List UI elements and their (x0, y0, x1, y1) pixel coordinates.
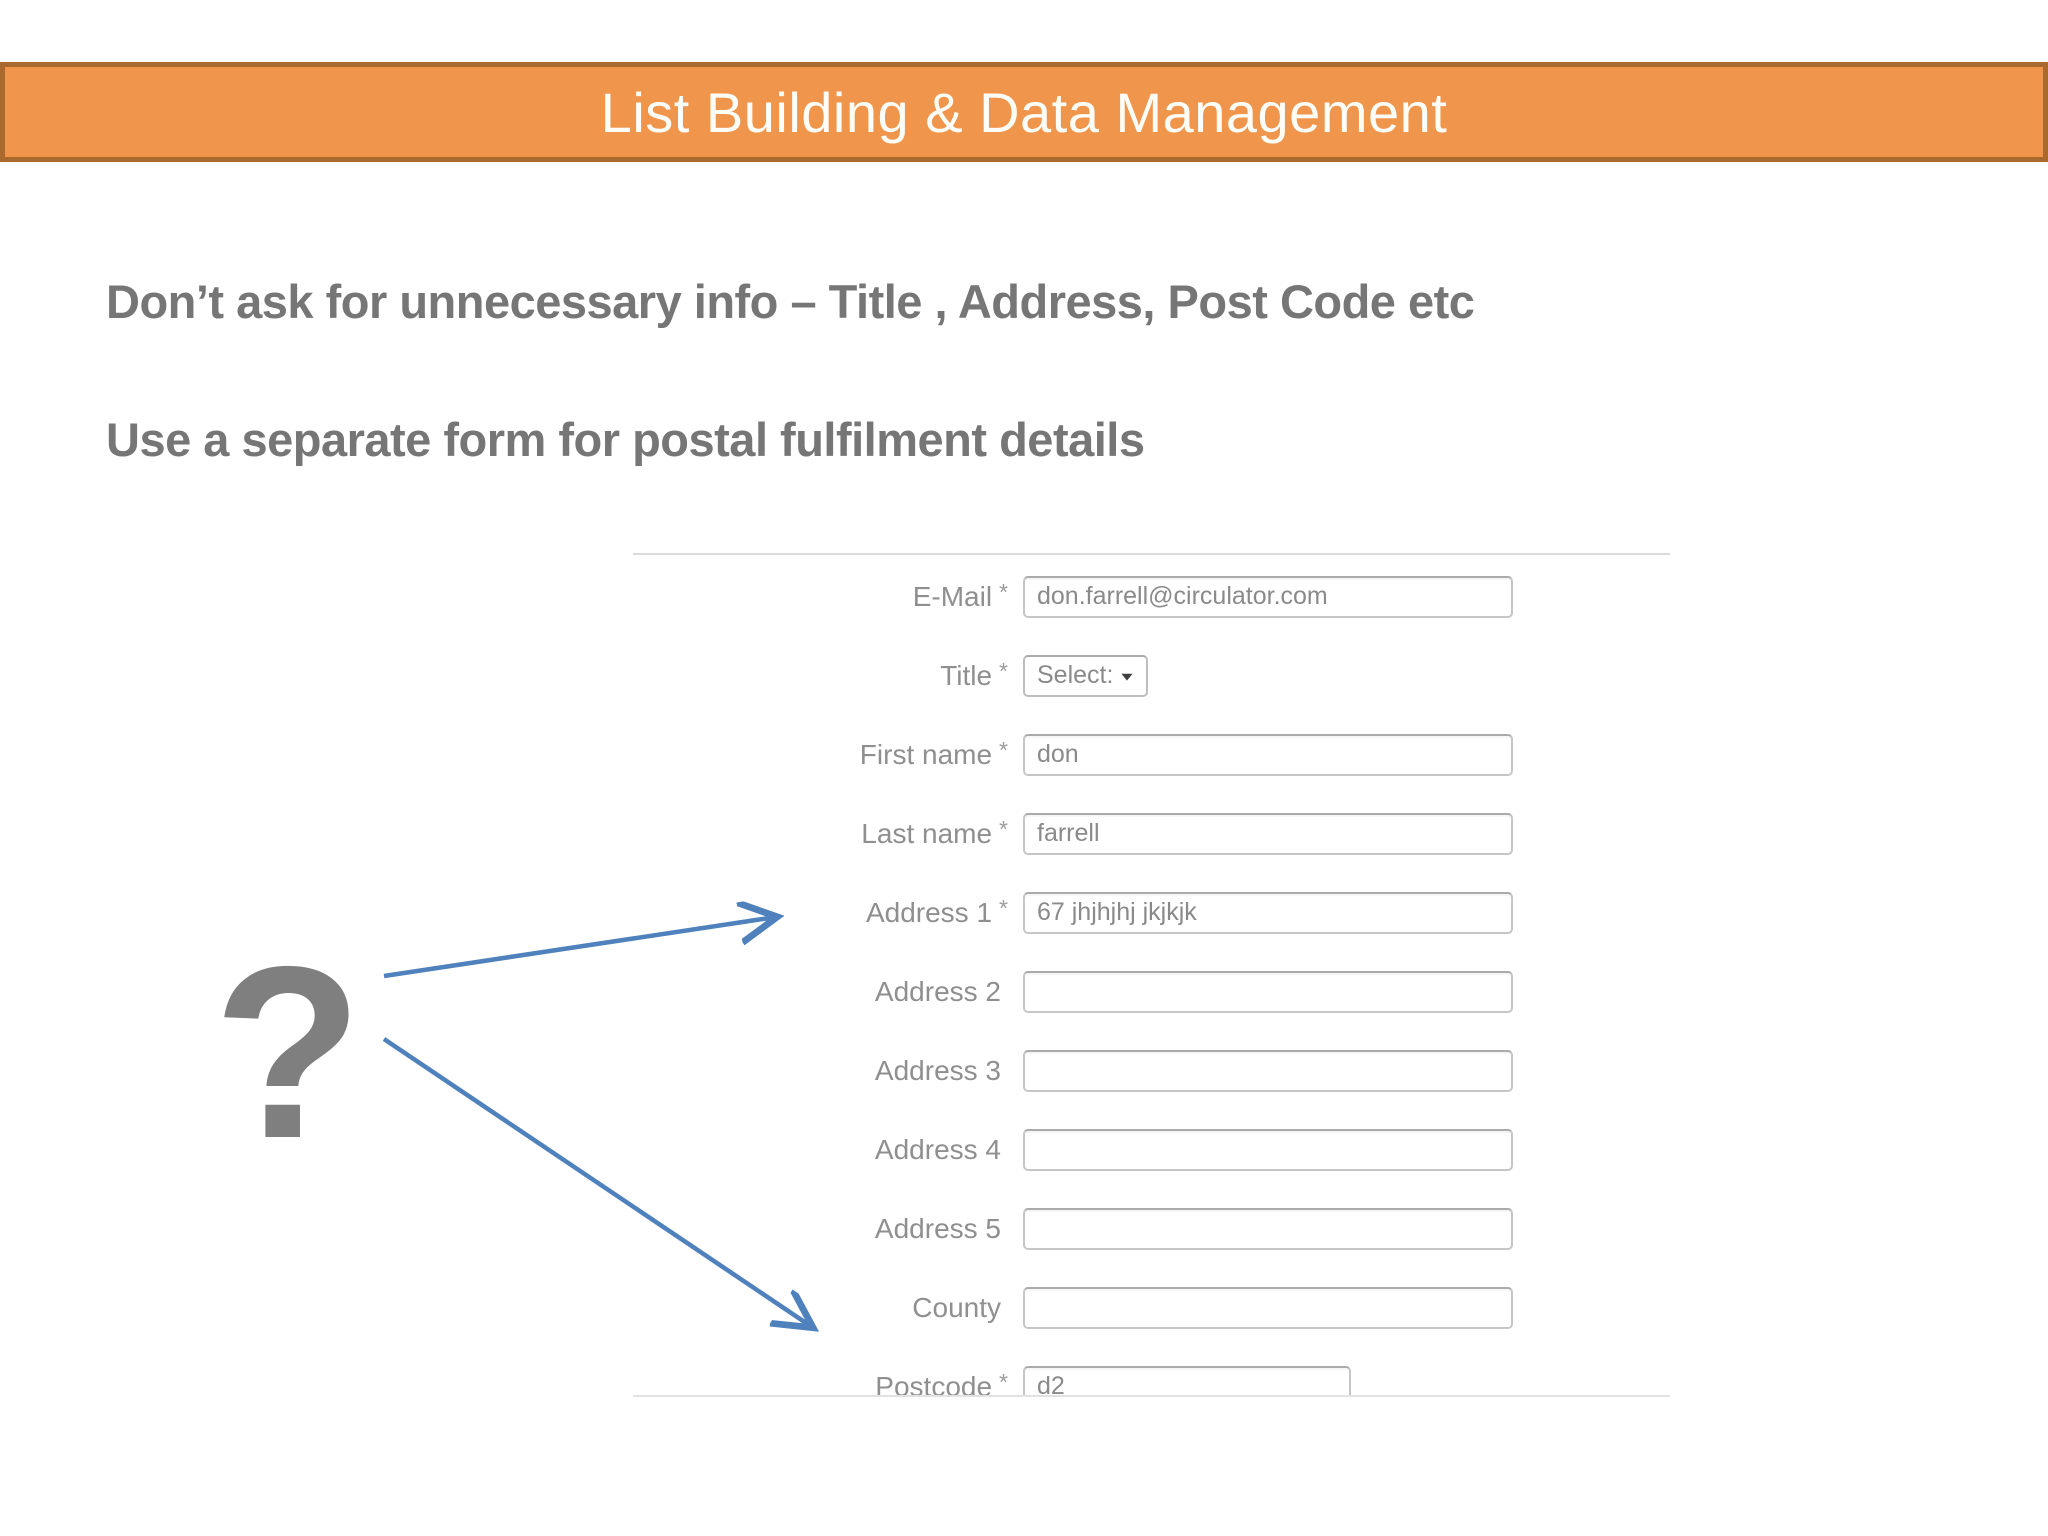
field-control (1023, 1286, 1513, 1329)
field-control (1023, 1207, 1513, 1250)
form-row: Address 3 (633, 1031, 1670, 1110)
field-label-text: Address 1 (865, 896, 993, 928)
required-asterisk: * (999, 815, 1008, 842)
field-label: Address 3 (633, 1055, 1008, 1087)
field-label-text: Address 5 (874, 1212, 1001, 1244)
field-label-text: Title (940, 659, 993, 691)
form-row: Address 2 (633, 952, 1670, 1031)
field-label-text: First name (859, 738, 993, 770)
field-label: Address 2 (633, 976, 1008, 1008)
field-control: Select:▼ (1023, 654, 1148, 697)
e-mail-input[interactable] (1023, 575, 1513, 618)
field-control (1023, 1365, 1351, 1395)
question-mark: ? (213, 915, 363, 1189)
field-label: First name* (633, 736, 1008, 771)
field-label: Address 1* (633, 894, 1008, 929)
bullet-line-1: Don’t ask for unnecessary info – Title ,… (106, 275, 1475, 328)
form-screenshot: E-Mail* Title* Select:▼ First name* Last… (633, 553, 1670, 1397)
field-label-text: Address 3 (874, 1054, 1001, 1086)
field-label-text: Postcode (875, 1370, 993, 1397)
form-row: County (633, 1268, 1670, 1347)
form-rows: E-Mail* Title* Select:▼ First name* Last… (633, 557, 1670, 1397)
field-control (1023, 891, 1513, 934)
field-label-text: Address 4 (874, 1133, 1001, 1165)
field-label: Address 5 (633, 1213, 1008, 1245)
form-row: Address 5 (633, 1189, 1670, 1268)
address-4-input[interactable] (1023, 1128, 1513, 1171)
address-2-input[interactable] (1023, 970, 1513, 1013)
form-row: Last name* (633, 794, 1670, 873)
field-control (1023, 1049, 1513, 1092)
required-asterisk: * (999, 578, 1008, 605)
form-row: Title* Select:▼ (633, 636, 1670, 715)
field-control (1023, 733, 1513, 776)
field-control (1023, 575, 1513, 618)
bullet-line-2: Use a separate form for postal fulfilmen… (106, 413, 1145, 466)
field-label-text: Last name (861, 817, 993, 849)
address-5-input[interactable] (1023, 1207, 1513, 1250)
field-control (1023, 812, 1513, 855)
field-label-text: County (912, 1291, 1001, 1323)
field-label: Address 4 (633, 1134, 1008, 1166)
last-name-input[interactable] (1023, 812, 1513, 855)
address-3-input[interactable] (1023, 1049, 1513, 1092)
field-label-text: E-Mail (912, 580, 993, 612)
form-row: Postcode* (633, 1347, 1670, 1397)
field-label: E-Mail* (633, 578, 1008, 613)
field-control (1023, 970, 1513, 1013)
title-select[interactable]: Select:▼ (1023, 654, 1148, 697)
required-asterisk: * (999, 657, 1008, 684)
chevron-down-icon: ▼ (1117, 668, 1137, 683)
address-1-input[interactable] (1023, 891, 1513, 934)
postcode-input[interactable] (1023, 1365, 1351, 1395)
form-row: First name* (633, 715, 1670, 794)
field-label: Last name* (633, 815, 1008, 850)
slide-title-bar: List Building & Data Management (0, 62, 2048, 162)
required-asterisk: * (999, 736, 1008, 763)
field-label-text: Address 2 (874, 975, 1001, 1007)
field-label: Title* (633, 657, 1008, 692)
form-row: E-Mail* (633, 557, 1670, 636)
form-row: Address 4 (633, 1110, 1670, 1189)
required-asterisk: * (999, 1368, 1008, 1395)
field-label: Postcode* (633, 1368, 1008, 1397)
first-name-input[interactable] (1023, 733, 1513, 776)
field-label: County (633, 1292, 1008, 1324)
form-row: Address 1* (633, 873, 1670, 952)
county-input[interactable] (1023, 1286, 1513, 1329)
required-asterisk: * (999, 894, 1008, 921)
field-control (1023, 1128, 1513, 1171)
page-title: List Building & Data Management (600, 80, 1448, 144)
select-value: Select: (1037, 661, 1114, 689)
